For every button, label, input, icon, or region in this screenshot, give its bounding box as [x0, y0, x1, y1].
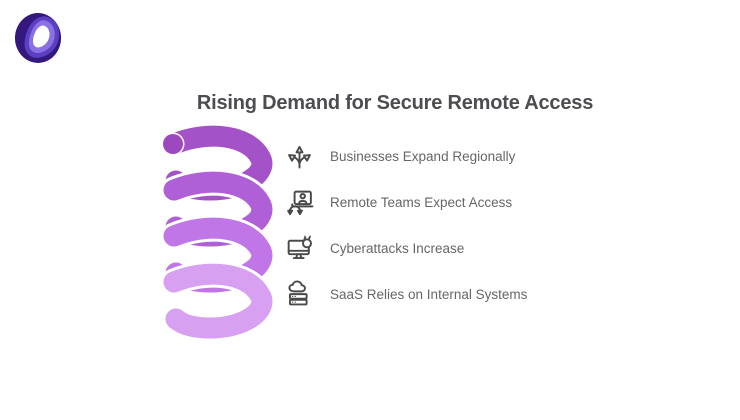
- spiral-helix-graphic: [160, 122, 276, 342]
- brand-logo-icon: [14, 13, 62, 63]
- page-title: Rising Demand for Secure Remote Access: [196, 92, 594, 114]
- list-item-label: Remote Teams Expect Access: [330, 195, 513, 210]
- list-item: Remote Teams Expect Access: [283, 186, 527, 219]
- remote-laptop-person-icon: [283, 187, 315, 219]
- list-item: Businesses Expand Regionally: [283, 140, 527, 173]
- list-item: SaaS Relies on Internal Systems: [283, 278, 527, 311]
- cloud-server-icon: [283, 279, 315, 311]
- feature-list: Businesses Expand Regionally Remote Team…: [283, 140, 527, 311]
- monitor-bug-icon: [283, 233, 315, 265]
- list-item-label: Businesses Expand Regionally: [330, 149, 516, 164]
- list-item-label: Cyberattacks Increase: [330, 241, 465, 256]
- list-item: Cyberattacks Increase: [283, 232, 527, 265]
- branching-arrows-icon: [283, 141, 315, 173]
- list-item-label: SaaS Relies on Internal Systems: [330, 287, 528, 302]
